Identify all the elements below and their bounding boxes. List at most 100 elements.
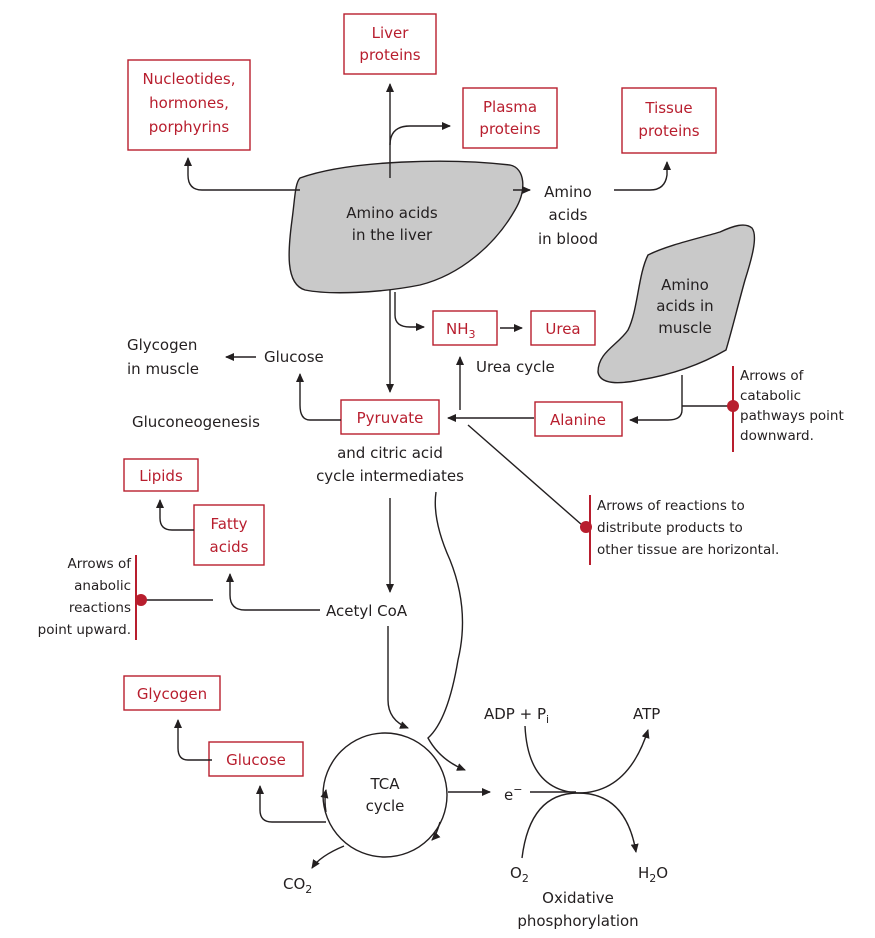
anabolic-note-line4: point upward. <box>38 622 131 638</box>
arrow-acetylcoa-to-tca <box>387 626 409 729</box>
oxphos-line1: Oxidative <box>542 889 614 907</box>
pyruvate-box <box>340 399 440 435</box>
arrow-acetylcoa-to-fatty-acids <box>226 573 320 611</box>
o2-subscript: 2 <box>522 872 529 885</box>
anabolic-note-line3: reactions <box>69 600 131 616</box>
horizontal-leader <box>467 424 583 526</box>
oxphos-line2: phosphorylation <box>517 912 638 930</box>
urea-box <box>530 310 596 346</box>
amino-blood-line1: Amino <box>544 183 592 201</box>
pyruvate-label: Pyruvate <box>357 409 424 427</box>
arrow-tca-to-co2 <box>311 845 345 869</box>
liver-label-line1: Amino acids <box>346 204 438 222</box>
arrow-muscle-to-alanine <box>629 375 683 424</box>
catabolic-note-line3: pathways point <box>740 408 844 424</box>
arrow-o2-to-h2o <box>521 792 639 859</box>
urea-label: Urea <box>545 320 580 338</box>
muscle-label-line1: Amino <box>661 276 709 294</box>
pyruvate-caption-line1: and citric acid <box>337 444 443 462</box>
o2-label: O2 <box>510 864 529 885</box>
co2-label: CO2 <box>283 875 312 896</box>
adp-label: ADP + Pi <box>484 705 549 726</box>
tissue-proteins-line2: proteins <box>638 122 699 140</box>
horizontal-note-line3: other tissue are horizontal. <box>597 542 779 558</box>
h2o-label: H2O <box>638 864 668 885</box>
liver-proteins-line2: proteins <box>359 46 420 64</box>
glycogen-muscle-line2: in muscle <box>127 360 199 378</box>
horizontal-dot <box>580 521 592 533</box>
anabolic-dot <box>135 594 147 606</box>
nucleotides-line1: Nucleotides, <box>143 70 236 88</box>
catabolic-dot <box>727 400 739 412</box>
electron-text: e <box>504 786 513 804</box>
muscle-shape <box>597 224 756 384</box>
tissue-proteins-box <box>621 87 717 154</box>
arrow-to-nucleotides <box>184 157 300 191</box>
plasma-proteins-line2: proteins <box>479 120 540 138</box>
anabolic-note-line2: anabolic <box>74 578 131 594</box>
tca-cycle-arrow-bottom-right <box>431 821 441 841</box>
alanine-label: Alanine <box>550 411 606 429</box>
glucose-box <box>208 741 304 777</box>
co2-subscript: 2 <box>305 883 312 896</box>
electron-label: e− <box>504 783 522 804</box>
anabolic-note-line1: Arrows of <box>68 556 133 572</box>
nh3-label: NH3 <box>446 320 476 341</box>
h2o-subscript: 2 <box>649 872 656 885</box>
nh3-text: NH <box>446 320 469 338</box>
acetyl-coa-label: Acetyl CoA <box>326 602 408 620</box>
catabolic-note-line1: Arrows of <box>740 368 805 384</box>
h2o-o: O <box>656 864 668 882</box>
alanine-box <box>534 401 623 437</box>
glycogen-muscle-line1: Glycogen <box>127 336 197 354</box>
h2o-h: H <box>638 864 649 882</box>
arrow-tca-to-glucose <box>256 785 326 823</box>
horizontal-note-line2: distribute products to <box>597 520 743 536</box>
tca-cycle-arrow-left <box>320 789 329 813</box>
glycogen-box <box>123 675 221 711</box>
liver-shape <box>288 160 524 294</box>
catabolic-note-line4: downward. <box>740 428 814 444</box>
catabolic-note-line2: catabolic <box>740 388 801 404</box>
liver-proteins-line1: Liver <box>372 24 410 42</box>
nucleotides-line3: porphyrins <box>149 118 230 136</box>
tca-cycle-circle <box>322 732 448 858</box>
plasma-proteins-box <box>462 87 558 149</box>
tca-line1: TCA <box>369 775 400 793</box>
liver-label-line2: in the liver <box>352 226 433 244</box>
lipids-label: Lipids <box>139 467 183 485</box>
liver-proteins-box <box>343 13 437 75</box>
electron-superscript: − <box>513 783 522 796</box>
muscle-label-line2: acids in <box>656 297 713 315</box>
tissue-proteins-line1: Tissue <box>644 99 692 117</box>
fatty-acids-line1: Fatty <box>210 515 247 533</box>
co2-text: CO <box>283 875 305 893</box>
atp-label: ATP <box>633 705 660 723</box>
plasma-proteins-line1: Plasma <box>483 98 537 116</box>
nucleotides-line2: hormones, <box>149 94 229 112</box>
glucose-box-label: Glucose <box>226 751 286 769</box>
arrow-pyruvate-to-glucose <box>296 373 341 421</box>
lipids-box <box>123 458 199 492</box>
fatty-acids-box <box>193 504 265 566</box>
horizontal-note-line1: Arrows of reactions to <box>597 498 745 514</box>
o2-text: O <box>510 864 522 882</box>
arrow-intermediates-to-electron <box>427 491 466 771</box>
arrow-liver-to-nh3 <box>394 292 425 331</box>
nh3-subscript: 3 <box>469 328 476 341</box>
arrow-adp-to-atp <box>524 725 650 794</box>
arrow-blood-to-tissue <box>614 161 671 191</box>
amino-blood-line3: in blood <box>538 230 598 248</box>
urea-cycle-label: Urea cycle <box>476 358 555 376</box>
adp-text: ADP + P <box>484 705 546 723</box>
gluconeogenesis-label: Gluconeogenesis <box>132 413 260 431</box>
nucleotides-box <box>127 59 251 151</box>
glucose-label: Glucose <box>264 348 324 366</box>
tca-line2: cycle <box>366 797 405 815</box>
arrow-glucose-to-glycogen-box <box>174 719 212 761</box>
amino-blood-line2: acids <box>549 206 588 224</box>
arrow-to-plasma-proteins <box>389 122 451 146</box>
glycogen-label: Glycogen <box>137 685 207 703</box>
